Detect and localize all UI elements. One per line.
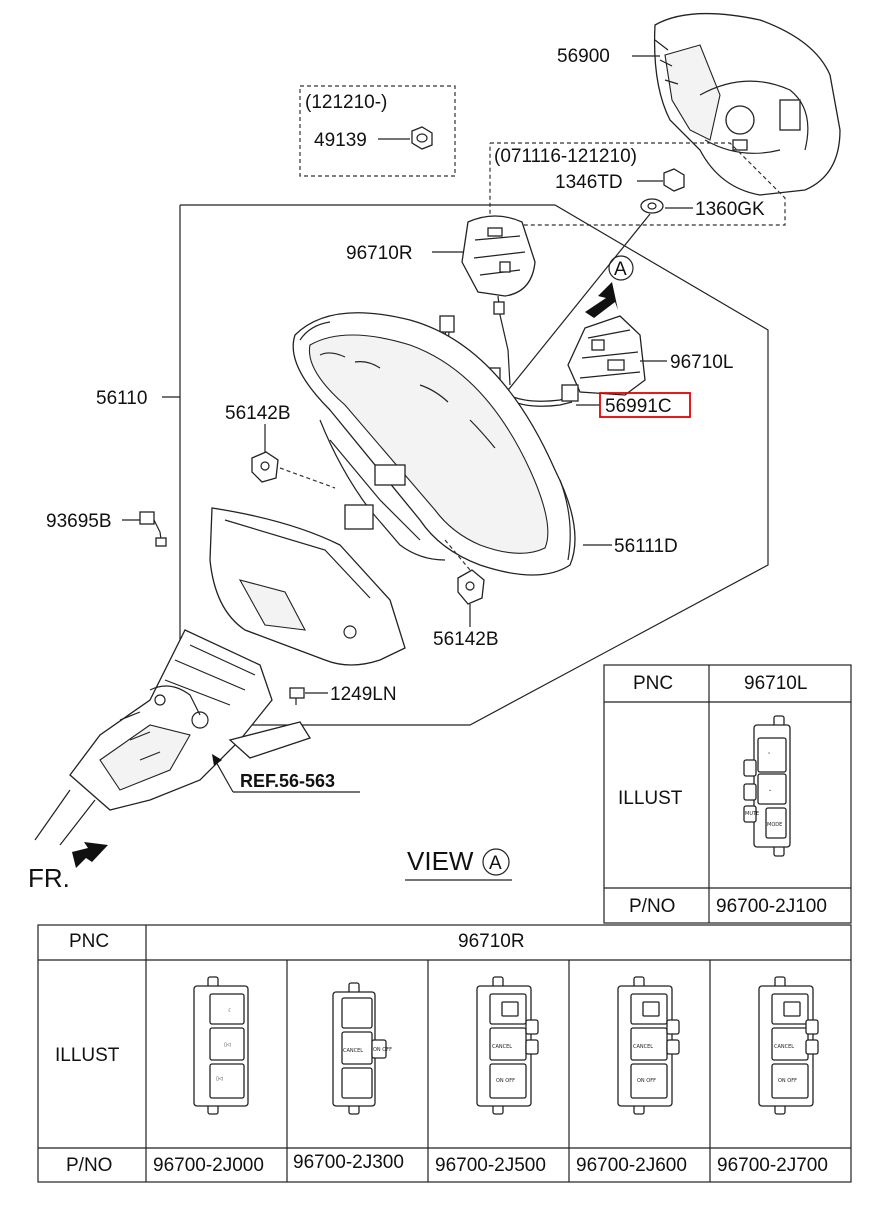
switch-illust-96710L: ⌃ ⌄ MUTE MODE <box>743 715 791 857</box>
bracket-56142B-top[interactable] <box>251 451 279 483</box>
view-a-arrow <box>585 282 618 318</box>
switch-2-onoff: ON OFF <box>373 1047 392 1053</box>
table-r-part-number-2[interactable]: 96700-2J300 <box>293 1152 404 1173</box>
front-direction-arrow <box>72 842 108 868</box>
switch-5-onoff: ON OFF <box>778 1078 797 1084</box>
svg-text:⌄: ⌄ <box>768 787 772 793</box>
switch-3-cancel: CANCEL <box>492 1044 512 1050</box>
bracket-56142B-bottom[interactable] <box>457 569 485 605</box>
table-r-part-number-3[interactable]: 96700-2J500 <box>435 1155 546 1176</box>
switch-96710L[interactable] <box>567 315 646 396</box>
connector-93695B[interactable] <box>139 511 167 547</box>
label-view-circle: A <box>489 853 502 874</box>
nut-1346TD[interactable] <box>663 168 685 192</box>
table-l-part-number[interactable]: 96700-2J100 <box>716 896 827 917</box>
label-56111D: 56111D <box>614 536 678 557</box>
label-1346TD: 1346TD <box>555 172 623 193</box>
label-1360GK: 1360GK <box>695 199 765 220</box>
steering-wheel-56111D[interactable] <box>292 312 576 576</box>
label-56142B-top: 56142B <box>225 403 291 424</box>
table-r-pno-label: P/NO <box>66 1155 112 1176</box>
label-front: FR. <box>28 863 70 893</box>
svg-text:▯◁: ▯◁ <box>216 1076 223 1082</box>
label-view-a-marker: A <box>614 259 627 280</box>
switch-96710R[interactable] <box>461 215 536 297</box>
label-49139: 49139 <box>314 130 367 151</box>
view-a-marker <box>608 255 634 281</box>
switch-illust-96700-2J600: CANCEL ON OFF <box>617 976 680 1115</box>
highlight-box-56991C <box>599 392 691 418</box>
label-56900: 56900 <box>557 46 610 67</box>
label-ref-56-563[interactable]: REF.56-563 <box>240 771 335 791</box>
label-56991C[interactable]: 56991C <box>605 396 672 417</box>
table-r-part-number-4[interactable]: 96700-2J600 <box>576 1155 687 1176</box>
table-r-illust-label: ILLUST <box>55 1045 120 1066</box>
screw-1249LN[interactable] <box>289 687 305 705</box>
table-96710R: PNC 96710R ILLUST P/NO 96700-2J000 96700… <box>37 924 852 1183</box>
switch-illust-96700-2J500: CANCEL ON OFF <box>476 976 539 1115</box>
washer-1360GK[interactable] <box>640 198 664 214</box>
variant-box-121210 <box>299 85 456 177</box>
lower-cover[interactable] <box>209 507 406 666</box>
table-l-pnc-value: 96710L <box>744 673 807 694</box>
table-l-pnc-header: PNC <box>633 673 673 694</box>
label-121210: (121210-) <box>305 92 387 113</box>
label-071116: (071116-121210) <box>494 146 637 167</box>
switch-illust-96700-2J300: CANCEL ON OFF <box>332 982 392 1115</box>
table-l-illust-label: ILLUST <box>618 788 683 809</box>
switch-5-cancel: CANCEL <box>774 1044 794 1050</box>
table-r-part-number-5[interactable]: 96700-2J700 <box>717 1155 828 1176</box>
label-1249LN: 1249LN <box>330 684 397 705</box>
svg-text:☾: ☾ <box>228 1008 232 1014</box>
airbag-module-56900[interactable] <box>653 12 841 196</box>
label-56142B-bottom: 56142B <box>433 629 499 650</box>
table-96710L: PNC 96710L ILLUST P/NO 96700-2J100 ⌃ ⌄ M… <box>603 664 852 924</box>
switch-l-mode: MODE <box>767 822 782 828</box>
switch-4-onoff: ON OFF <box>637 1078 656 1084</box>
label-96710L: 96710L <box>670 352 733 373</box>
label-93695B: 93695B <box>46 511 112 532</box>
nut-49139[interactable] <box>411 126 433 150</box>
svg-text:▯◁: ▯◁ <box>224 1042 231 1048</box>
table-r-pnc-value: 96710R <box>458 931 525 952</box>
label-view: VIEW <box>407 846 474 876</box>
svg-text:⌃: ⌃ <box>767 752 771 758</box>
steering-column[interactable] <box>34 629 311 846</box>
table-r-part-number-1[interactable]: 96700-2J000 <box>153 1155 264 1176</box>
table-l-pno-label: P/NO <box>629 896 675 917</box>
switch-l-mute: MUTE <box>745 811 759 817</box>
switch-3-onoff: ON OFF <box>496 1078 515 1084</box>
table-r-pnc-header: PNC <box>69 931 109 952</box>
switch-illust-96700-2J700: CANCEL ON OFF <box>758 976 819 1115</box>
switch-illust-96700-2J000: ☾ ▯◁ ▯◁ <box>193 976 249 1115</box>
switch-4-cancel: CANCEL <box>633 1044 653 1050</box>
label-96710R: 96710R <box>346 243 413 264</box>
label-56110: 56110 <box>96 388 147 409</box>
switch-2-cancel: CANCEL <box>343 1048 363 1054</box>
